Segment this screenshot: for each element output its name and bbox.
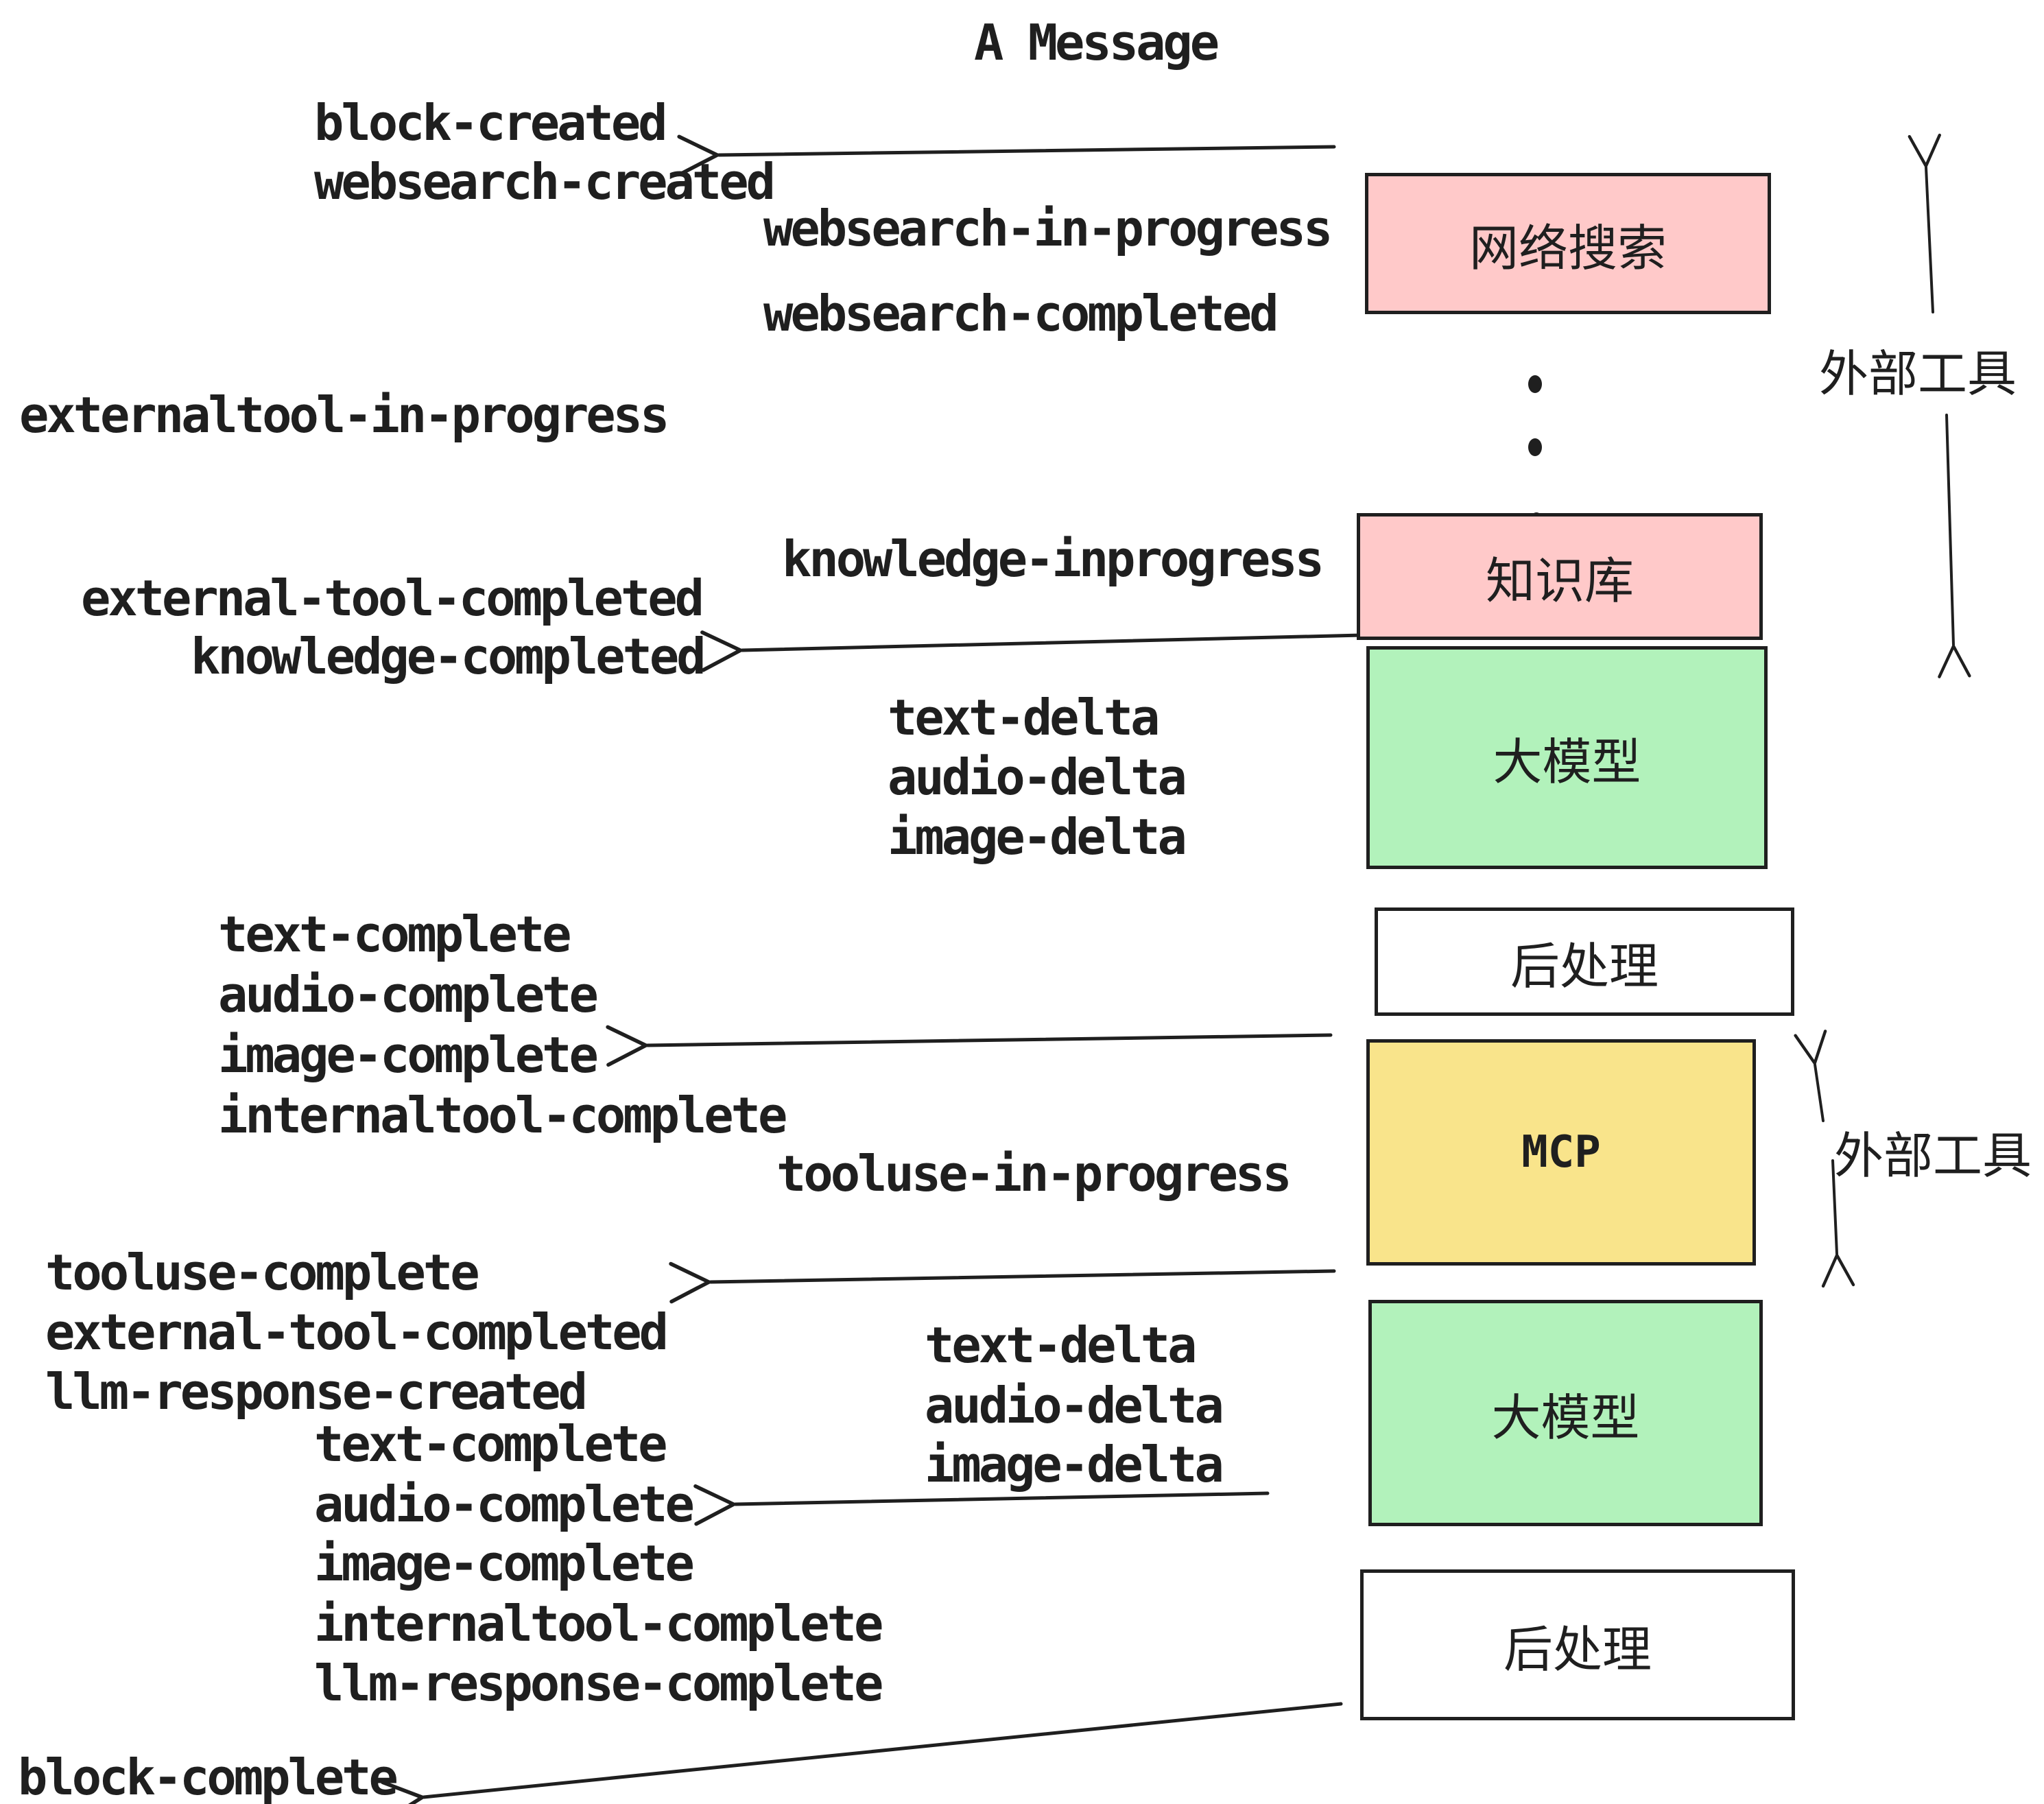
event-label-text-delta-1: text-delta <box>888 689 1160 746</box>
arrow-tooluse-complete <box>669 1261 1336 1304</box>
event-label-block-created: block-created <box>314 94 668 152</box>
event-label-tooluse-complete: tooluse-complete <box>45 1244 480 1301</box>
event-label-audio-delta-2: audio-delta <box>925 1377 1224 1434</box>
box-llm-2-label: 大模型 <box>1491 1388 1640 1447</box>
event-label-audio-delta-1: audio-delta <box>888 748 1187 806</box>
annotation-external-tools-2: 外部工具 <box>1834 1127 2032 1185</box>
box-post-1: 后处理 <box>1375 907 1794 1016</box>
event-label-knowledge-completed: knowledge-completed <box>191 628 706 685</box>
event-label-websearch-created: websearch-created <box>314 153 776 211</box>
box-knowledge: 知识库 <box>1357 513 1763 640</box>
box-post-2: 后处理 <box>1360 1569 1795 1720</box>
arrow-external-tools-down-2 <box>1821 1159 1855 1288</box>
arrow-knowledge-completed <box>700 630 1364 672</box>
box-llm-1-label: 大模型 <box>1493 733 1641 791</box>
event-label-text-delta-2: text-delta <box>925 1316 1197 1374</box>
event-label-external-tool-completed-2: external-tool-completed <box>45 1303 669 1361</box>
box-mcp-label: MCP <box>1521 1127 1601 1178</box>
annotation-external-tools-1: 外部工具 <box>1819 345 2017 403</box>
event-label-image-delta-1: image-delta <box>888 808 1187 866</box>
arrow-block-created <box>677 134 1336 177</box>
event-label-knowledge-inprogress: knowledge-inprogress <box>782 530 1324 588</box>
arrow-audio-complete <box>693 1484 1270 1526</box>
event-label-block-complete: block-complete <box>18 1748 399 1804</box>
event-label-websearch-in-progress: websearch-in-progress <box>763 200 1333 257</box>
event-label-image-complete-1: image-complete <box>218 1026 599 1084</box>
event-label-image-complete-2: image-complete <box>314 1534 695 1592</box>
arrow-external-tools-down-1 <box>1938 414 1971 678</box>
box-websearch-label: 网络搜索 <box>1469 219 1667 277</box>
event-label-llm-response-complete: llm-response-complete <box>314 1654 883 1712</box>
box-post-1-label: 后处理 <box>1510 937 1659 995</box>
event-label-tooluse-in-progress: tooluse-in-progress <box>776 1145 1292 1202</box>
event-label-llm-response-created: llm-response-created <box>45 1363 588 1421</box>
box-llm-1: 大模型 <box>1366 646 1768 869</box>
arrow-external-tools-up-2 <box>1794 1030 1827 1122</box>
event-label-external-tool-completed-1: external-tool-completed <box>81 569 704 627</box>
event-label-audio-complete-2: audio-complete <box>314 1475 695 1533</box>
arrow-external-tools-up-1 <box>1908 133 1941 313</box>
arrow-block-complete <box>381 1702 1343 1804</box>
box-post-2-label: 后处理 <box>1503 1620 1652 1678</box>
box-knowledge-label: 知识库 <box>1485 552 1634 610</box>
ellipsis-dots <box>1528 375 1543 530</box>
diagram-title: A Message <box>974 14 1220 71</box>
arrow-image-complete <box>606 1025 1333 1067</box>
event-label-audio-complete-1: audio-complete <box>218 966 599 1023</box>
box-mcp: MCP <box>1366 1039 1756 1266</box>
event-label-externaltool-in-progress: externaltool-in-progress <box>19 386 669 444</box>
event-label-websearch-completed: websearch-completed <box>763 285 1279 342</box>
event-label-text-complete-1: text-complete <box>218 905 572 963</box>
box-websearch: 网络搜索 <box>1365 173 1771 314</box>
box-llm-2: 大模型 <box>1368 1300 1763 1526</box>
event-label-text-complete-2: text-complete <box>314 1415 668 1473</box>
event-label-internaltool-complete-2: internaltool-complete <box>314 1595 883 1652</box>
event-label-internaltool-complete-1: internaltool-complete <box>218 1087 787 1144</box>
event-label-image-delta-2: image-delta <box>925 1436 1224 1493</box>
